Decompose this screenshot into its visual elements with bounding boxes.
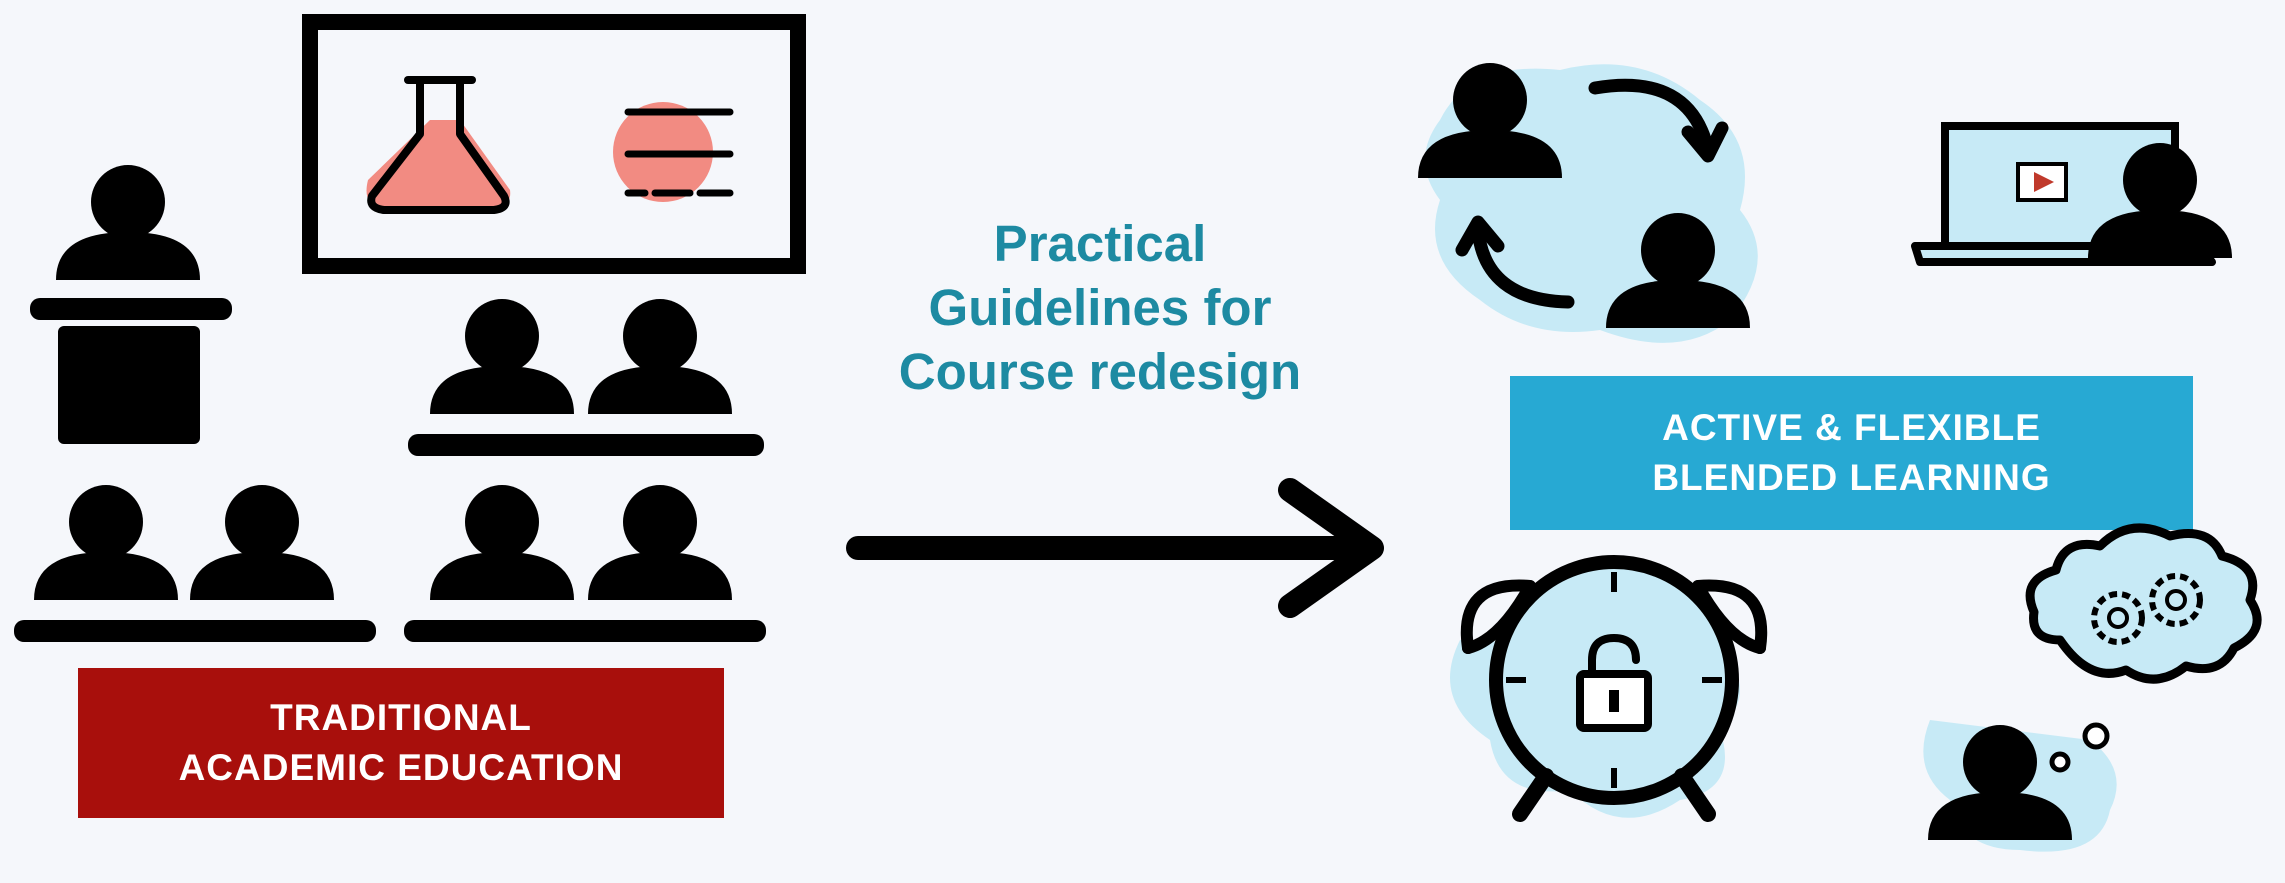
traditional-education-label: TRADITIONAL ACADEMIC EDUCATION <box>78 668 724 818</box>
lecturer-icon <box>56 165 200 280</box>
title-line3: Course redesign <box>898 343 1302 400</box>
student-icon <box>34 485 178 600</box>
laptop-video-icon <box>1911 122 2232 266</box>
alarm-clock-icon <box>1460 555 1768 822</box>
flask-icon <box>366 76 511 214</box>
student-icon <box>588 299 732 414</box>
active-label-line2: BLENDED LEARNING <box>1652 457 2051 498</box>
desk <box>404 620 766 642</box>
traditional-label-line2: ACADEMIC EDUCATION <box>178 747 624 788</box>
blackboard-icon <box>302 14 806 274</box>
desk <box>14 620 376 642</box>
active-label-line1: ACTIVE & FLEXIBLE <box>1662 407 2041 448</box>
traditional-label-bg <box>78 668 724 818</box>
active-label-bg <box>1510 376 2193 530</box>
padlock-icon <box>1576 633 1652 732</box>
document-icon <box>613 102 734 202</box>
student-icon <box>430 485 574 600</box>
student-icon <box>190 485 334 600</box>
cycle-arrows-icon <box>1455 78 1729 309</box>
traditional-label-line1: TRADITIONAL <box>270 697 532 738</box>
title-line1: Practical <box>993 215 1207 272</box>
student-icon <box>430 299 574 414</box>
arrow-right-icon <box>846 478 1384 618</box>
thinking-cloud-icon <box>2025 523 2262 773</box>
guidelines-title: Practical Guidelines for Course redesign <box>830 212 1370 404</box>
desk <box>408 434 764 456</box>
play-icon <box>2016 162 2068 202</box>
gears-icon <box>2091 573 2203 645</box>
title-line2: Guidelines for <box>928 279 1272 336</box>
podium-icon <box>30 298 232 444</box>
active-learning-label: ACTIVE & FLEXIBLE BLENDED LEARNING <box>1510 376 2193 530</box>
peer-exchange-icon <box>1418 63 1750 328</box>
student-icon <box>588 485 732 600</box>
